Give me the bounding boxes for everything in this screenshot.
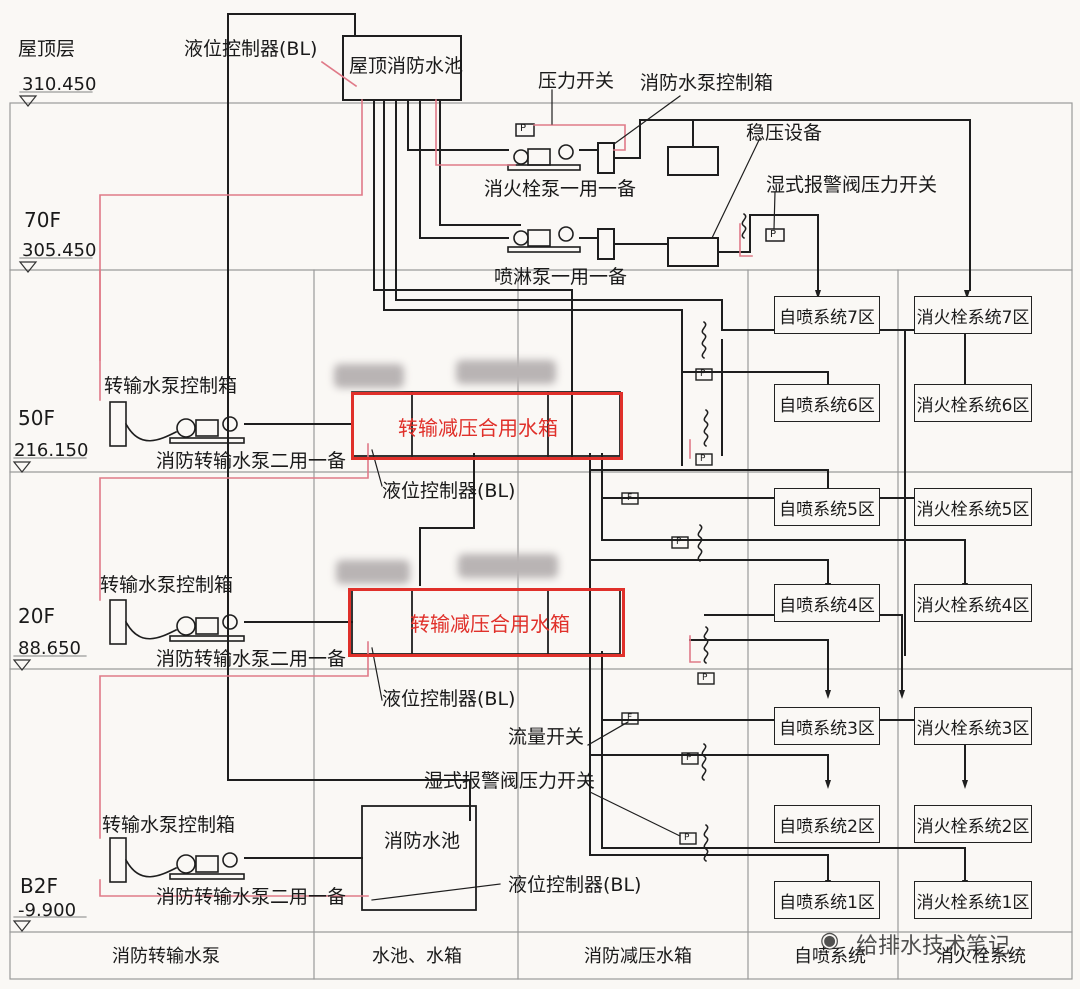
- switch-boxes: [621, 368, 715, 845]
- highlight-box-20f: [348, 588, 625, 657]
- blurred-label-20f-a: [336, 560, 410, 584]
- stabilizer-tank-2: [667, 237, 719, 267]
- pressure-symbol-5: P: [700, 454, 706, 464]
- hydrant-zone-4: 消火栓系统4区: [914, 584, 1032, 622]
- flow-symbol-upper: F: [627, 493, 633, 503]
- transfer-pump-label-50f: 消防转输水泵二用一备: [156, 450, 347, 472]
- sprinkler-zone-7: 自喷系统7区: [774, 296, 880, 334]
- footer-sprinkler: 自喷系统: [794, 946, 866, 967]
- hydrant-zone-2: 消火栓系统2区: [914, 805, 1032, 843]
- hydrant-zone-1: 消火栓系统1区: [914, 881, 1032, 919]
- transfer-pump-label-b2f: 消防转输水泵二用一备: [156, 886, 347, 908]
- pipes-signal: [99, 60, 753, 897]
- wet-alarm-label-top: 湿式报警阀压力开关: [766, 174, 938, 196]
- pressure-switch-label: 压力开关: [538, 70, 615, 92]
- transfer-pump-label-20f: 消防转输水泵二用一备: [156, 648, 347, 670]
- floor-b2f: B2F: [20, 874, 58, 898]
- watermark-text: 给排水技术笔记: [856, 934, 1011, 959]
- footer-transfer-pump: 消防转输水泵: [112, 946, 220, 967]
- pressure-symbol-wet-top: P: [770, 229, 777, 240]
- elev-b2f: -9.900: [18, 900, 77, 921]
- sprinkler-zone-5: 自喷系统5区: [774, 488, 880, 526]
- transfer-panel-label-50f: 转输水泵控制箱: [104, 375, 238, 397]
- pressure-symbol-1: P: [684, 833, 690, 843]
- alarm-valves: [697, 212, 747, 863]
- pressure-symbol-6: P: [700, 369, 706, 379]
- flow-symbol-lower: F: [627, 713, 633, 723]
- fire-pool: [361, 805, 477, 911]
- floor-70f: 70F: [24, 208, 61, 232]
- wet-alarm-label-bottom: 湿式报警阀压力开关: [424, 770, 596, 792]
- pressure-symbol-3: P: [702, 673, 708, 683]
- pressure-symbol-4: P: [676, 537, 682, 547]
- hydrant-zone-3: 消火栓系统3区: [914, 707, 1032, 745]
- footer-pools-tanks: 水池、水箱: [372, 946, 462, 967]
- hydrant-zone-5: 消火栓系统5区: [914, 488, 1032, 526]
- elev-50f: 216.150: [14, 440, 89, 461]
- leaders: [371, 89, 776, 901]
- floor-50f: 50F: [18, 406, 55, 430]
- elev-roof: 310.450: [22, 74, 97, 95]
- hydrant-pump-label: 消火栓泵一用一备: [484, 178, 637, 200]
- level-ctrl-label-50f: 液位控制器(BL): [382, 480, 516, 502]
- sprinkler-zone-1: 自喷系统1区: [774, 881, 880, 919]
- footer-pressure-tank: 消防减压水箱: [584, 946, 692, 967]
- sprinkler-zone-2: 自喷系统2区: [774, 805, 880, 843]
- stabilizer-label: 稳压设备: [746, 122, 823, 144]
- roof-pumps: [507, 144, 581, 253]
- sprinkler-zone-6: 自喷系统6区: [774, 384, 880, 422]
- sprinkler-zone-4: 自喷系统4区: [774, 584, 880, 622]
- footer-hydrant: 消火栓系统: [936, 946, 1026, 967]
- elev-20f: 88.650: [18, 638, 81, 659]
- pressure-symbol-2: P: [686, 753, 692, 763]
- highlight-box-50f: [351, 392, 623, 460]
- hydrant-zone-7: 消火栓系统7区: [914, 296, 1032, 334]
- transfer-tank-label-20f: 转输减压合用水箱: [410, 612, 570, 636]
- roof-level-ctrl-label: 液位控制器(BL): [184, 38, 318, 60]
- hydrant-zone-6: 消火栓系统6区: [914, 384, 1032, 422]
- floor-roof: 屋顶层: [18, 38, 76, 60]
- fire-pump-panel-label: 消防水泵控制箱: [640, 72, 774, 94]
- level-ctrl-label-20f: 液位控制器(BL): [382, 688, 516, 710]
- elev-70f: 305.450: [22, 240, 97, 261]
- pressure-symbol-roof: P: [520, 123, 527, 134]
- level-markers: [12, 95, 38, 932]
- transfer-pumps: [109, 401, 245, 883]
- floor-20f: 20F: [18, 604, 55, 628]
- frame: [9, 91, 1073, 980]
- roof-pool-label: 屋顶消防水池: [349, 55, 464, 77]
- watermark-icon: ◉: [820, 928, 840, 953]
- stabilizer-tank-1: [667, 146, 719, 176]
- blurred-label-50f-b: [456, 360, 556, 384]
- blurred-label-50f-a: [334, 364, 404, 388]
- transfer-panel-label-20f: 转输水泵控制箱: [100, 574, 234, 596]
- transfer-panel-label-b2f: 转输水泵控制箱: [102, 814, 236, 836]
- sprinkler-pump-panel: [597, 228, 615, 260]
- sprinkler-pump-label: 喷淋泵一用一备: [494, 266, 628, 288]
- hydrant-pump-panel: [597, 142, 615, 174]
- sprinkler-zone-3: 自喷系统3区: [774, 707, 880, 745]
- flow-switch-label: 流量开关: [508, 726, 585, 748]
- level-ctrl-label-b2f: 液位控制器(BL): [508, 874, 642, 896]
- transfer-tank-label-50f: 转输减压合用水箱: [398, 416, 558, 440]
- fire-pool-label: 消防水池: [384, 830, 461, 852]
- roof-pool: [342, 35, 462, 101]
- blurred-label-20f-b: [458, 554, 558, 578]
